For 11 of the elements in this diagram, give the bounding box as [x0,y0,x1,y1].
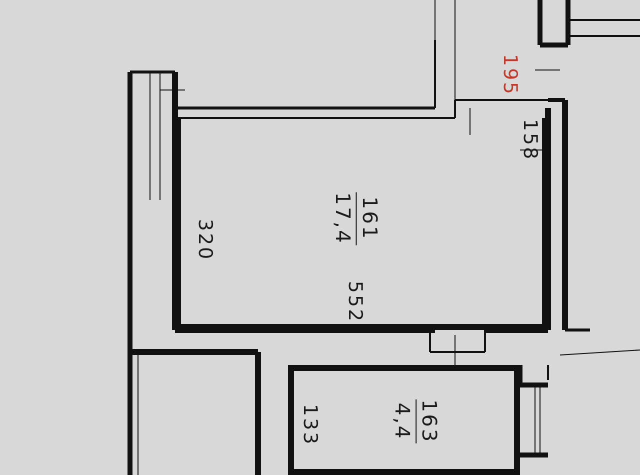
room-area: 4,4 [390,398,415,444]
dimension-text: 158 [519,118,542,162]
dimension-text: 195 [499,54,522,96]
room-area: 17,4 [330,192,354,244]
room-outline [288,365,520,475]
room-number: 163 [418,398,442,444]
room-outline [175,118,548,330]
room-number: 161 [357,194,382,242]
dimension-text: 133 [299,404,322,446]
dimension-text: 320 [194,218,216,262]
dimension-text: 552 [344,280,366,324]
